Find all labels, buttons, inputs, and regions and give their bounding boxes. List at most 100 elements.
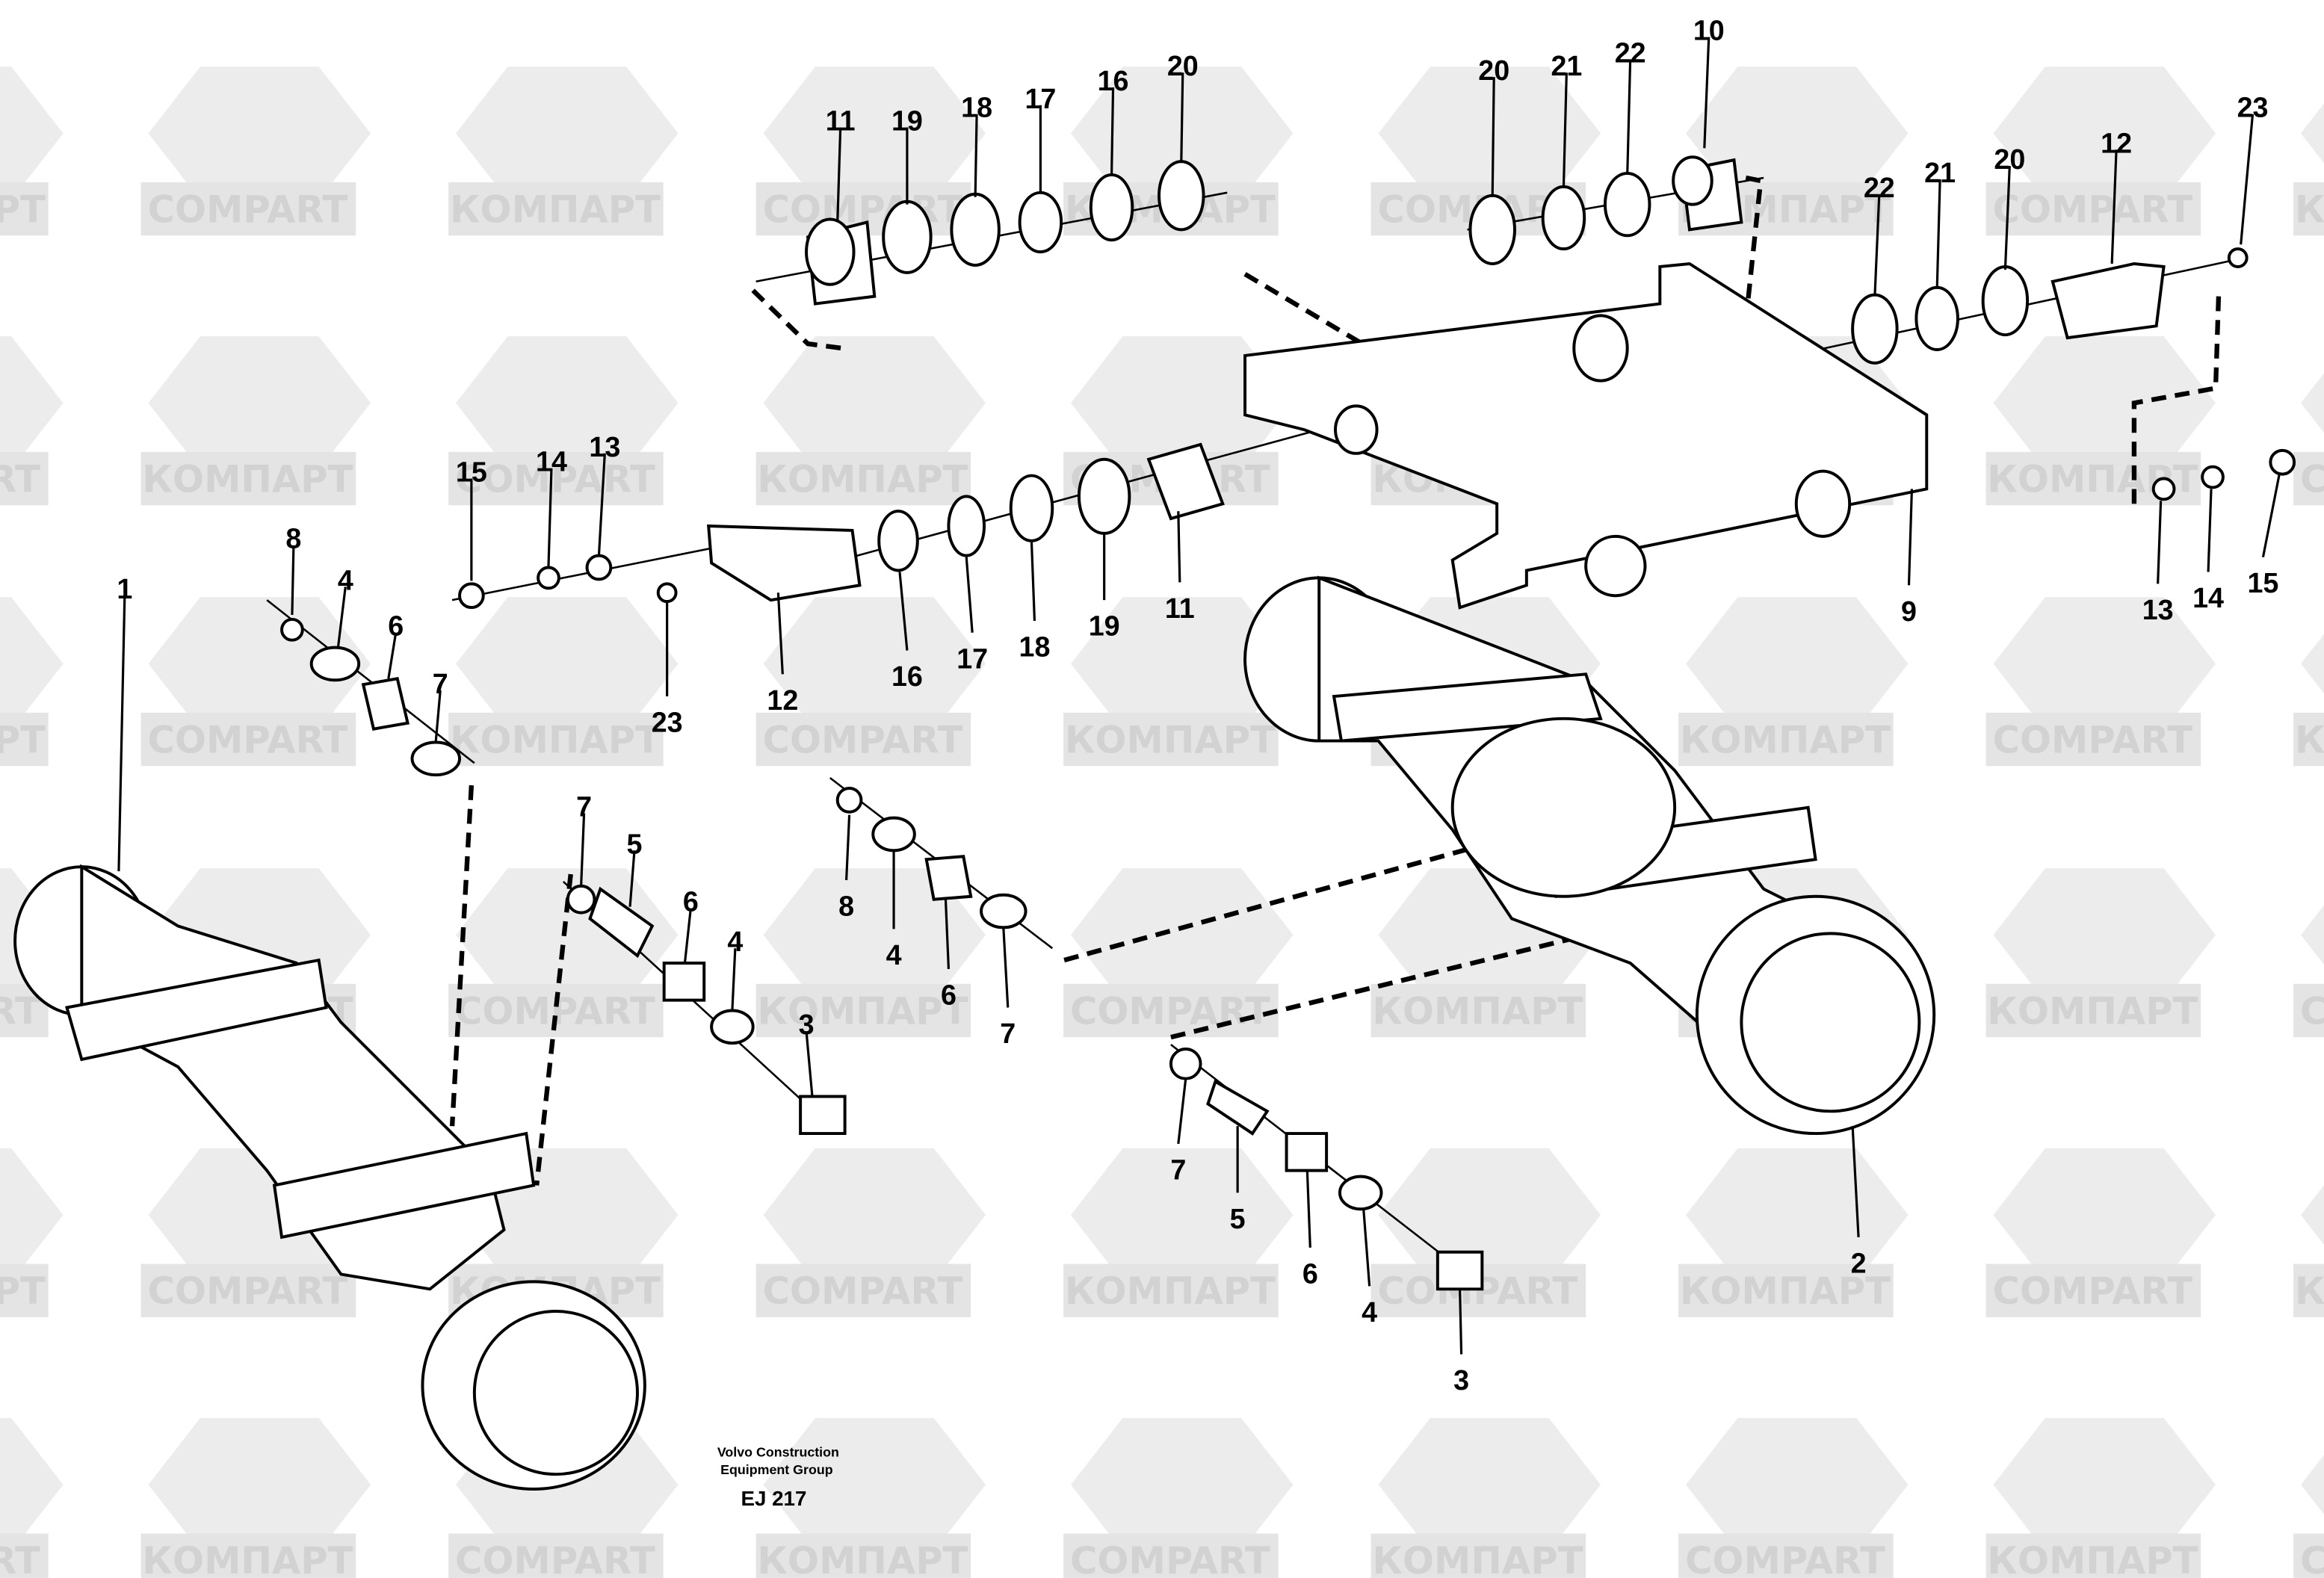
watermark [448,868,679,1038]
watermark [755,1148,986,1317]
callout-number: 6 [388,610,404,642]
callout-22: 22 [1615,37,1646,176]
leader-line [1177,1078,1187,1145]
watermark [140,66,371,236]
callout-16: 16 [891,572,923,692]
leader-line [387,632,398,679]
leader-line [898,572,909,651]
leader-line [2261,474,2281,557]
watermark [1063,597,1294,767]
watermark [448,336,679,506]
watermark [755,868,986,1038]
watermark [0,336,64,506]
callout-12: 12 [2101,127,2132,264]
ring-set-middle [458,442,2296,610]
leader-line [974,114,978,197]
watermark-layer [0,66,2324,1578]
leader-line [2110,149,2118,264]
callout-21: 21 [1924,157,1956,289]
callout-number: 3 [1453,1364,1469,1396]
axle-right [1243,575,1936,1136]
callout-number: 15 [2247,567,2278,598]
callout-number: 6 [941,980,957,1011]
callout-number: 17 [1025,83,1056,114]
callout-number: 12 [767,684,798,716]
callout-number: 22 [1615,37,1646,68]
watermark-logo [140,451,356,506]
callout-20: 20 [1478,55,1509,197]
watermark-logo [1985,1263,2201,1317]
watermark [1985,1148,2216,1317]
leader-line [944,899,951,970]
watermark [755,1417,986,1578]
ring-set-upper-right [1468,155,2249,365]
watermark [1985,868,2216,1038]
watermark [755,336,986,506]
leader-line [580,813,586,886]
watermark-logo [2293,182,2324,236]
leader-line [1030,542,1036,621]
callout-number: 17 [957,643,988,674]
leader-line [805,1031,814,1097]
leader-line [1935,179,1941,289]
watermark [1678,1417,1909,1578]
watermark [0,1148,64,1317]
callout-number: 4 [727,926,743,957]
title-line-2: Equipment Group [720,1462,833,1477]
leader-line [1626,59,1632,176]
watermark [2293,905,2324,1038]
watermark-logo [1985,1533,2201,1578]
watermark [448,597,679,767]
leader-line [2157,501,2163,584]
callout-number: 1 [117,573,132,604]
watermark-logo [448,1533,664,1578]
assembly-dash-line [2131,296,2222,504]
leader-line [836,127,842,223]
callout-8: 8 [838,814,854,922]
leader-line [845,814,851,881]
watermark [448,66,679,236]
watermark [1985,1417,2216,1578]
watermark-logo [1063,983,1279,1038]
watermark [0,1417,64,1578]
watermark [755,66,986,236]
callout-number: 14 [536,446,567,477]
watermark [2293,103,2324,236]
callout-number: 13 [2142,594,2174,625]
watermark [755,597,986,767]
watermark-logo [1063,1533,1279,1578]
watermark [2293,1185,2324,1317]
leader-line [1491,77,1495,197]
callout-20: 20 [1167,50,1199,164]
callout-number: 23 [652,707,683,738]
watermark-logo [448,451,664,506]
callout-number: 10 [1693,15,1725,46]
callout-12: 12 [767,592,798,716]
watermark-logo [0,182,49,236]
watermark-logo [2293,451,2324,506]
callout-17: 17 [957,557,988,674]
callout-7: 7 [1000,927,1016,1049]
watermark-logo [755,1533,971,1578]
leader-line [1110,87,1115,176]
leader-line [336,587,347,648]
watermark [2293,1455,2324,1578]
watermark-logo [0,712,49,767]
watermark-logo [1985,983,2201,1038]
watermark [1678,1148,1909,1317]
callout-number: 18 [1019,631,1051,663]
assembly-dash-line [1739,175,1764,364]
watermark-logo [140,1263,356,1317]
watermark-logo [1678,1533,1894,1578]
callout-17: 17 [1025,83,1056,193]
title-block: Volvo Construction Equipment Group EJ 21… [717,1444,839,1509]
leader-line [1002,927,1010,1008]
callout-22: 22 [1864,172,1895,297]
callout-number: 21 [1924,157,1956,188]
callout-number: 7 [433,668,448,699]
callout-13: 13 [2142,501,2174,625]
callout-number: 4 [338,564,353,595]
callout-14: 14 [2192,489,2224,613]
